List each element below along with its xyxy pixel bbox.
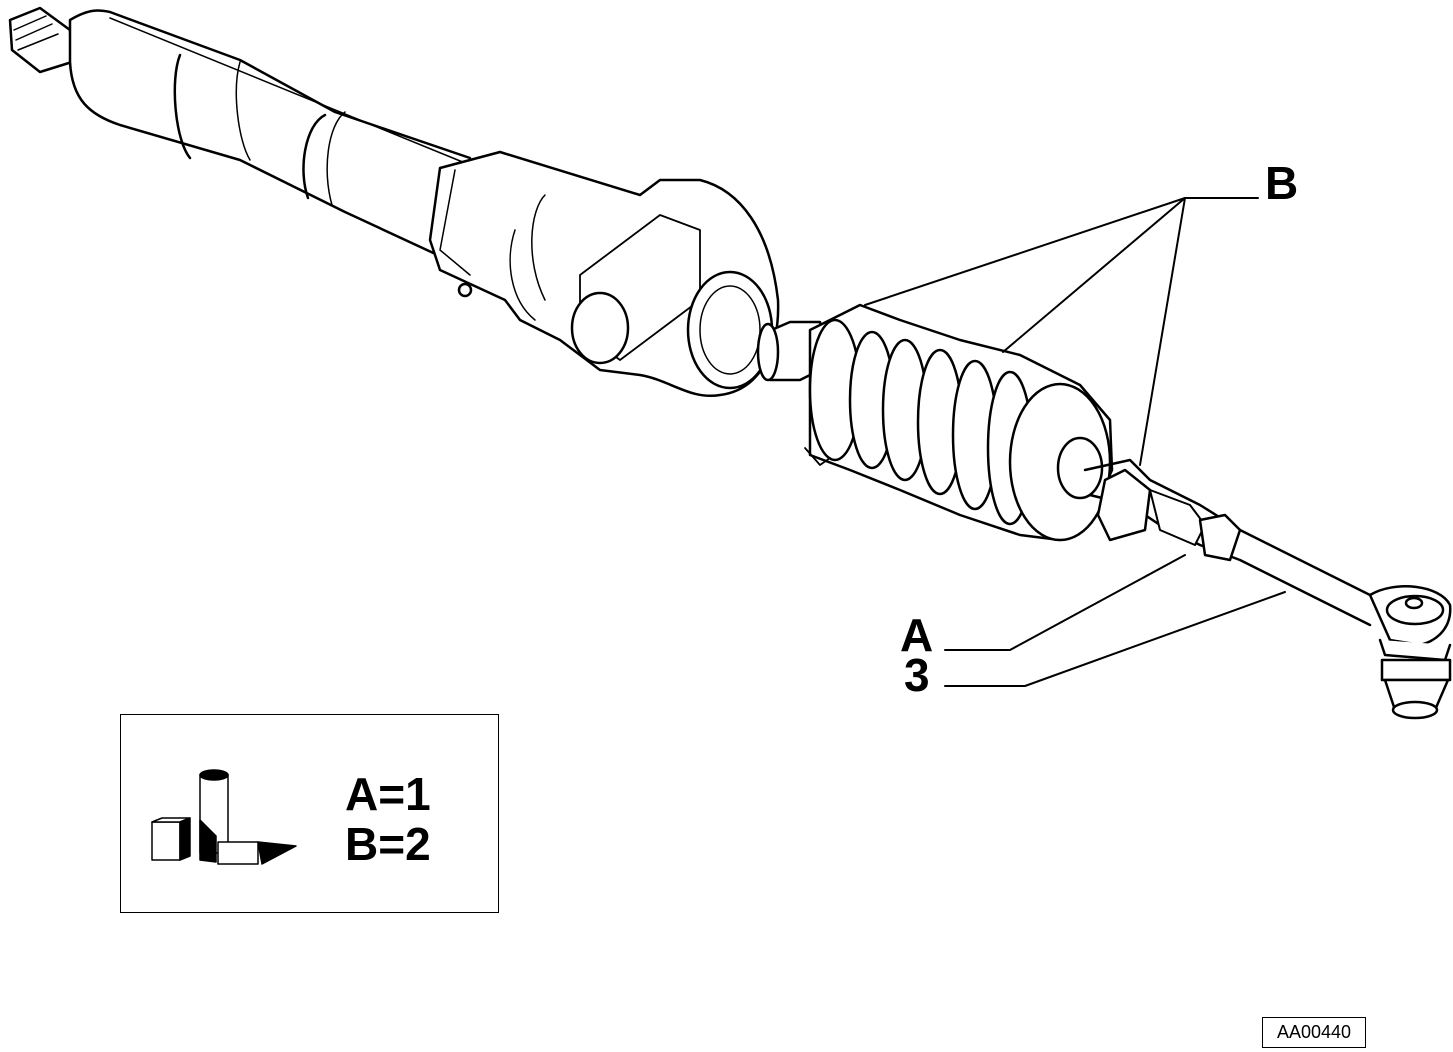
rack-boot — [804, 303, 1114, 542]
legend-line-b: B=2 — [345, 818, 431, 870]
reference-code: AA00440 — [1262, 1017, 1366, 1048]
legend-line-a: A=1 — [345, 768, 431, 820]
callout-b: B — [1265, 157, 1299, 209]
legend-box: A=1 B=2 — [120, 714, 499, 913]
callout-3: 3 — [904, 649, 930, 701]
rack-housing — [8, 6, 472, 272]
pinion-housing — [428, 150, 780, 398]
callout-a: A — [900, 609, 934, 661]
leader-lines — [864, 197, 1286, 687]
legend-lines: A=1 B=2 — [345, 769, 431, 869]
tie-rod — [1083, 458, 1452, 720]
torque-wrench-product-icon — [151, 769, 297, 865]
